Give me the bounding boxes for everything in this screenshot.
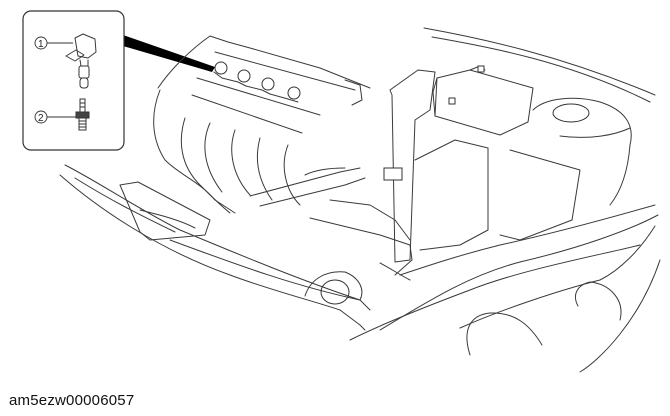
callout-leader-wedge bbox=[123, 35, 215, 72]
battery-tray bbox=[414, 139, 581, 251]
coolant-reservoir bbox=[532, 97, 632, 206]
spark-plug-icon bbox=[75, 98, 90, 131]
front-radiator-support bbox=[59, 164, 413, 331]
ignition-coil-icon bbox=[65, 33, 97, 89]
parts-inset: 1 2 bbox=[22, 10, 125, 151]
battery bbox=[432, 65, 534, 136]
headlamp-housing bbox=[466, 281, 622, 356]
ignition-coils-installed bbox=[213, 61, 301, 103]
engine-block bbox=[153, 35, 371, 214]
callout-1-number: 1 bbox=[38, 39, 44, 50]
fuse-box bbox=[383, 69, 436, 263]
figure-id-label: am5ezw00006057 bbox=[9, 392, 135, 409]
callout-2-number: 2 bbox=[38, 113, 44, 124]
